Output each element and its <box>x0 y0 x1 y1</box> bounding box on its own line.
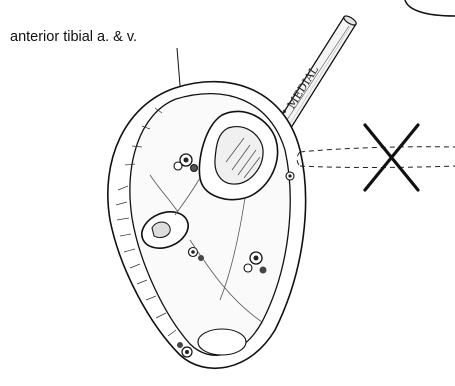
corner-arc <box>405 0 455 16</box>
vessel-label: anterior tibial a. & v. <box>10 29 137 45</box>
lateral-vessels <box>286 172 294 180</box>
fibula-marrow <box>152 222 170 238</box>
x-mark-icon <box>365 125 418 190</box>
leg-cross-section <box>108 82 306 369</box>
posterior-compartment-oval <box>198 329 246 355</box>
dashed-trajectory <box>297 147 455 168</box>
